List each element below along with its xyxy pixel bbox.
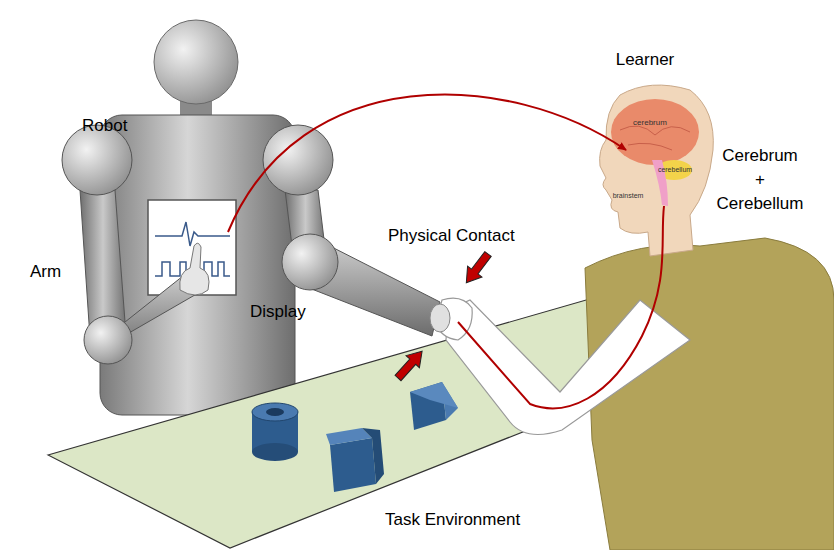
learner-body [585, 238, 834, 550]
part-label: Learner [616, 50, 675, 70]
brain-region-label: brainstem [613, 192, 644, 200]
brain-region-label: cerebrum [633, 118, 667, 127]
brain-region-label: cerebellum [658, 166, 692, 174]
contact-arrow [459, 249, 495, 289]
area-label: Task Environment [385, 510, 520, 530]
contact-arrow [391, 345, 428, 384]
robot-gripper [430, 304, 450, 332]
part-label: Robot [82, 116, 127, 136]
learner-arm [446, 300, 690, 435]
robot [62, 20, 440, 415]
part-label: Arm [30, 262, 61, 282]
learner-head [600, 85, 714, 256]
part-label: Display [250, 302, 306, 322]
task-objects [252, 382, 458, 492]
display-screen [148, 200, 236, 295]
part-label: Physical Contact [388, 226, 515, 246]
part-label: + [755, 170, 765, 190]
part-label: Cerebellum [717, 194, 804, 214]
part-label: Cerebrum [722, 146, 798, 166]
visual-feedback-path [228, 95, 626, 232]
